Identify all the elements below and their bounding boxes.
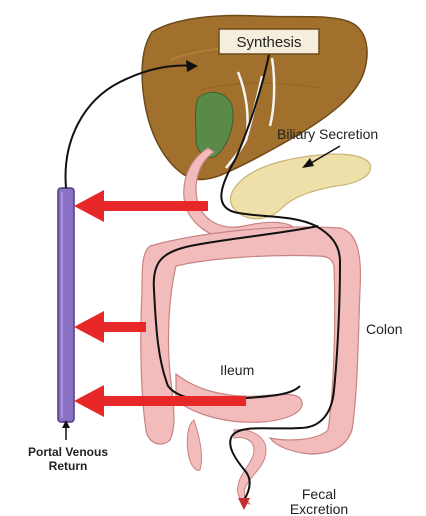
portal-venous-label: Portal Venous bbox=[28, 445, 108, 459]
synthesis-label: Synthesis bbox=[236, 34, 301, 51]
reabsorption-arrow-colon bbox=[74, 311, 146, 343]
colon-label: Colon bbox=[366, 321, 403, 337]
biliary-secretion-label: Biliary Secretion bbox=[277, 126, 378, 142]
portal-return-label: Return bbox=[49, 459, 88, 473]
excretion-label: Excretion bbox=[290, 501, 348, 516]
fecal-label: Fecal bbox=[302, 486, 336, 502]
rectum bbox=[234, 430, 266, 504]
appendix bbox=[187, 420, 201, 470]
ileum-label: Ileum bbox=[220, 362, 254, 378]
portal-vein bbox=[58, 188, 74, 422]
pancreas bbox=[230, 154, 370, 219]
